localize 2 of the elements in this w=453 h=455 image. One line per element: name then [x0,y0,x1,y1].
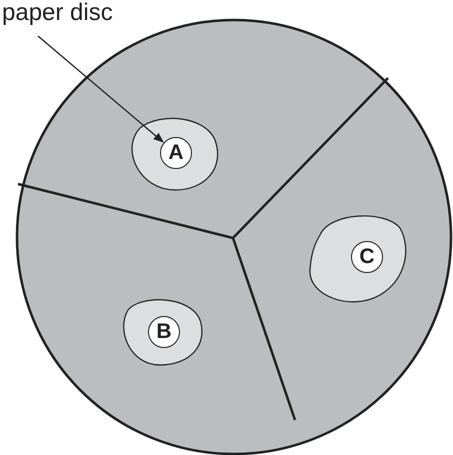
label-text: paper disc [2,0,113,26]
leader-line [38,36,164,143]
